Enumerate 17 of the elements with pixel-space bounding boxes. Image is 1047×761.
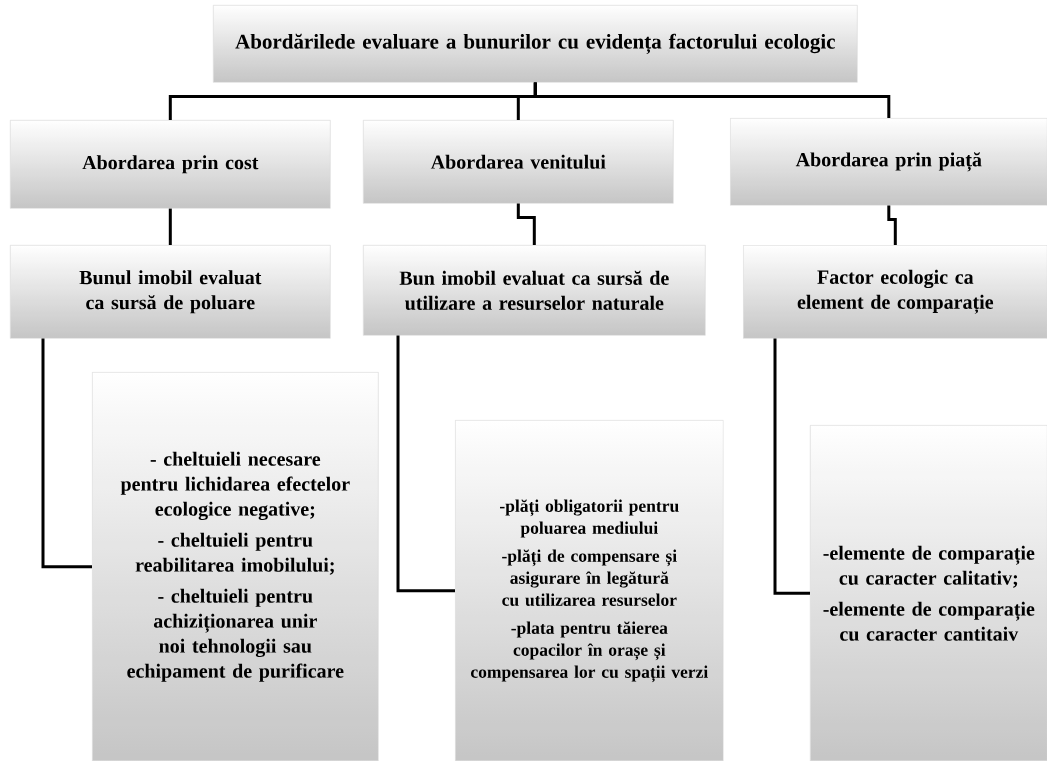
process-box: Bunul imobil evaluat ca sursă de poluare (10, 245, 331, 339)
process-box: Abordarea venitului (363, 120, 674, 204)
connector-line (41, 338, 92, 569)
process-box: - cheltuieli necesare pentru lichidarea efectelor ecologice negative; - cheltuieli pentru reabilitarea imobilului; - cheltuieli pentru achiziționarea unir noi tehnologii sau echipament de purificare (92, 372, 379, 761)
process-box: -plăți obligatorii pentru poluarea mediului -plăți de compensare și asigurare în legătură cu utilizarea resurselor -plata pentru tăierea copacilor în orașe și compensarea lor cu spații verzi (455, 420, 724, 761)
connector-line (396, 335, 455, 593)
connector-line (533, 82, 891, 118)
process-box: Factor ecologic ca element de comparație (743, 245, 1047, 339)
connector-line (773, 338, 810, 595)
process-box: Abordarea prin piață (730, 118, 1047, 206)
connector-line (887, 205, 897, 245)
process-box: Abordarea prin cost (10, 120, 331, 209)
connector-line (168, 208, 172, 245)
process-box: -elemente de comparație cu caracter calitativ; -elemente de comparație cu caracter cantitaiv (810, 425, 1047, 761)
connector-line (516, 203, 536, 245)
heading-box: Abordărilede evaluare a bunurilor cu evidența factorului ecologic (213, 5, 858, 83)
process-box: Bun imobil evaluat ca sursă de utilizare a resurselor naturale (363, 245, 706, 336)
